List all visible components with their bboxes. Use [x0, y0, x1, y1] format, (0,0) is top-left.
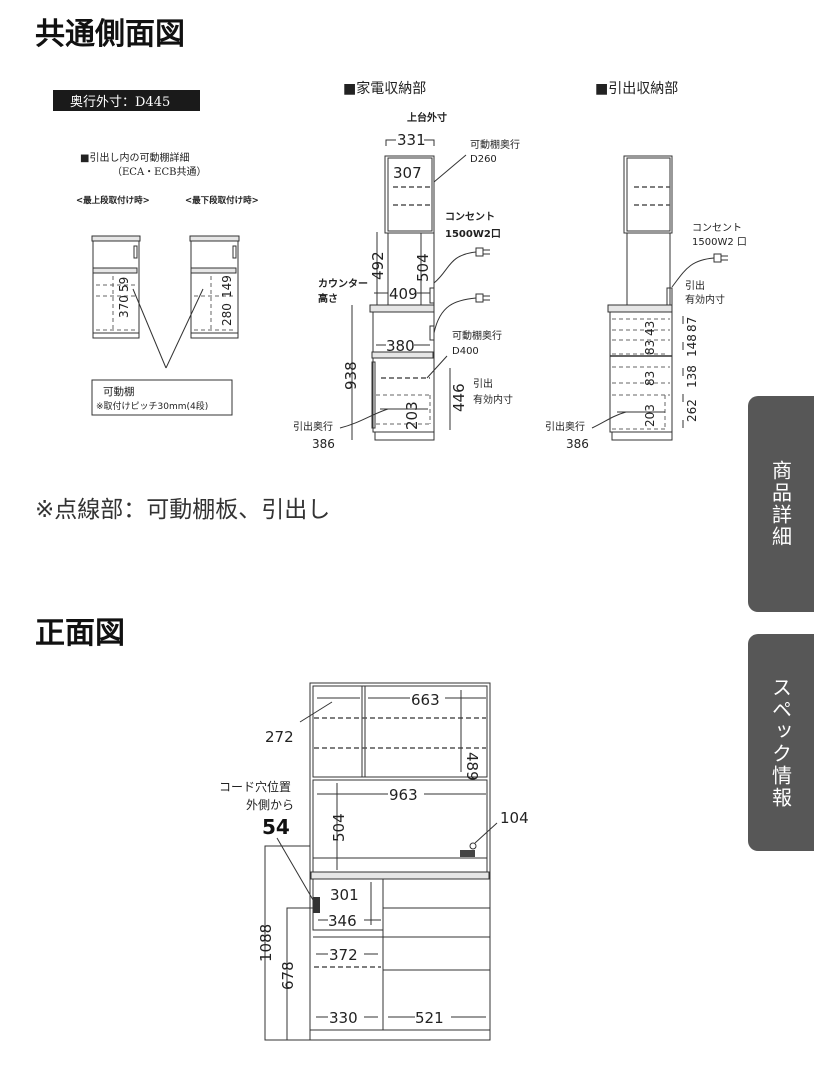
counter-label-2: 高さ — [318, 292, 338, 305]
ds-outer-138: 138 — [685, 365, 699, 388]
detail-heading: ■引出し内の可動棚詳細 — [80, 151, 189, 164]
outlet-label: コンセント — [445, 211, 495, 223]
drawer-depth-label: 引出奥行 — [293, 420, 333, 433]
ds-inner-43: 43 — [643, 321, 657, 336]
counter-label-1: カウンター — [318, 278, 368, 290]
dim-top-59: 59 — [117, 277, 131, 292]
shelf-detail: ■引出し内の可動棚詳細 （ECA・ECB共通） <最上段取付け時> <最下段取付… — [76, 151, 259, 416]
dim-bottom-149: 149 — [220, 275, 234, 298]
ds-outer-262: 262 — [685, 399, 699, 422]
dim-331: 331 — [397, 131, 426, 149]
callout-title: 可動棚 — [103, 385, 135, 398]
detail-cabinet-bottom: 280 149 — [189, 235, 240, 339]
drawer-depth-value: 386 — [312, 437, 335, 451]
depth-label-text: 奥行外寸：D445 — [70, 95, 170, 110]
cord-hole-value: 54 — [262, 815, 290, 839]
ds-drawer-depth-value: 386 — [566, 437, 589, 451]
dim-663: 663 — [411, 691, 440, 709]
dim-top-370: 370 — [117, 295, 131, 318]
ds-inner-203: 203 — [643, 404, 657, 427]
callout-note: ※取付けピッチ30mm(4段) — [96, 400, 208, 412]
drawer-storage-heading: ■引出収納部 — [595, 81, 678, 97]
ds-outlet-spec: 1500W2 口 — [692, 237, 747, 248]
ds-inner-label-1: 引出 — [685, 279, 705, 292]
dim-372: 372 — [329, 946, 358, 964]
appliance-heading: ■家電収納部 — [343, 80, 426, 97]
dim-203: 203 — [403, 401, 421, 430]
callout-box — [91, 379, 233, 416]
cord-hole-label-2: 外側から — [246, 798, 294, 812]
dim-504-front: 504 — [330, 813, 348, 842]
dim-1088: 1088 — [257, 924, 275, 962]
ds-inner-83a: 83 — [643, 340, 657, 355]
shelf-depth-value: D260 — [470, 154, 497, 165]
upper-outer-label: 上台外寸 — [407, 111, 447, 124]
ds-drawer-depth-label: 引出奥行 — [545, 420, 585, 433]
detail-subheading: （ECA・ECB共通） — [112, 166, 206, 178]
shelf-depth-label: 可動棚奥行 — [470, 138, 520, 151]
top-position-label: <最上段取付け時> — [76, 195, 150, 206]
dim-489: 489 — [463, 752, 481, 781]
tab-product-details[interactable]: 商品詳細 — [748, 396, 814, 612]
drawer-inner-label-2: 有効内寸 — [473, 393, 513, 406]
dim-446: 446 — [450, 383, 468, 412]
ds-outer-148: 148 — [685, 334, 699, 357]
dim-504: 504 — [414, 253, 432, 282]
dim-272: 272 — [265, 728, 294, 746]
side-view-title: 共通側面図 — [35, 17, 185, 52]
front-view-drawing: 272 663 489 963 504 104 301 346 372 330 — [219, 682, 529, 1041]
ds-inner-83b: 83 — [643, 371, 657, 386]
dim-301: 301 — [330, 886, 359, 904]
bottom-position-label: <最下段取付け時> — [185, 195, 259, 206]
dim-409: 409 — [389, 285, 418, 303]
tab-spec-info[interactable]: スペック情報 — [748, 634, 814, 851]
lower-shelf-depth-label: 可動棚奥行 — [452, 329, 502, 342]
ds-inner-label-2: 有効内寸 — [685, 293, 725, 306]
dim-938: 938 — [342, 361, 360, 390]
dim-521: 521 — [415, 1009, 444, 1027]
ds-outer-87: 87 — [685, 317, 699, 332]
dim-678: 678 — [279, 961, 297, 990]
front-view-title: 正面図 — [35, 616, 125, 651]
dim-346: 346 — [328, 912, 357, 930]
cord-hole-label-1: コード穴位置 — [219, 779, 291, 794]
dim-307: 307 — [393, 164, 422, 182]
dim-963: 963 — [389, 786, 418, 804]
drawer-inner-label-1: 引出 — [473, 377, 493, 390]
dim-104: 104 — [500, 809, 529, 827]
dim-bottom-280: 280 — [220, 303, 234, 326]
depth-label: 奥行外寸：D445 — [53, 90, 200, 111]
detail-cabinet-top: 370 59 — [91, 235, 141, 339]
dim-492: 492 — [369, 251, 387, 280]
dim-330: 330 — [329, 1009, 358, 1027]
dotted-line-note: ※点線部：可動棚板、引出し — [35, 497, 330, 523]
outlet-spec: 1500W2口 — [445, 229, 501, 240]
dim-380: 380 — [386, 337, 415, 355]
appliance-storage-side: ■家電収納部 上台外寸 331 307 可動棚奥行 D260 コンセント 150… — [293, 80, 520, 451]
ds-outlet-label: コンセント — [692, 222, 742, 234]
lower-shelf-depth-value: D400 — [452, 346, 479, 357]
drawer-storage-side: ■引出収納部 コンセント 1500W2 口 引出 有効内寸 43 83 83 2… — [545, 81, 747, 451]
